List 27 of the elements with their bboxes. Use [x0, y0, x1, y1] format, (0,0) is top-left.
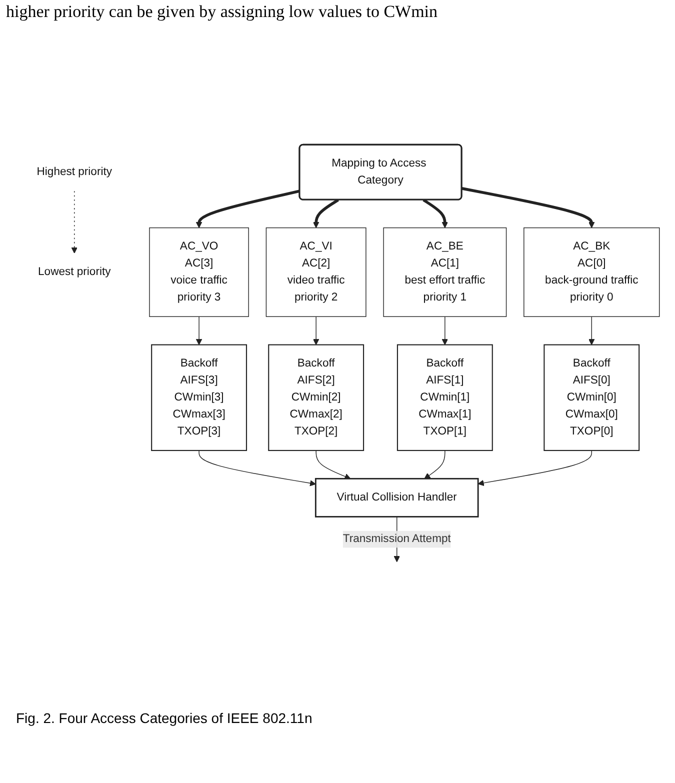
arrow — [196, 316, 202, 346]
node-box: Backoff AIFS[3] CWmin[3] CWmax[3] TXOP[3] — [151, 344, 248, 452]
node-text: Lowest priority — [38, 266, 111, 278]
node-box: Backoff AIFS[2] CWmin[2] CWmax[2] TXOP[2] — [268, 344, 364, 452]
arrow — [424, 450, 446, 480]
arrow — [422, 198, 448, 228]
node-box: AC_BE AC[1] best effort traffic priority 1 — [383, 228, 507, 318]
edge-label: Transmission Attempt — [342, 533, 451, 546]
arrow — [478, 450, 592, 486]
arrow — [312, 198, 339, 228]
node-box: Backoff AIFS[1] CWmin[1] CWmax[1] TXOP[1] — [396, 344, 493, 452]
figure-caption: Fig. 2. Four Access Categories of IEEE 802.11n — [15, 709, 314, 728]
node-box: AC_VI AC[2] video traffic priority 2 — [266, 228, 366, 318]
node-box: AC_VO AC[3] voice traffic priority 3 — [149, 228, 249, 318]
note-text: higher priority can be given by assigning low values to CWmin — [6, 2, 439, 22]
arrow — [316, 450, 351, 480]
arrow — [71, 190, 78, 254]
arrow — [196, 190, 300, 228]
arrow — [198, 450, 316, 486]
node-text: Highest priority — [36, 166, 112, 178]
node-box: Virtual Collision Handler — [314, 478, 479, 518]
node-box: AC_BK AC[0] back-ground traffic priority 0 — [524, 228, 660, 318]
node-box: Backoff AIFS[0] CWmin[0] CWmax[0] TXOP[0] — [544, 344, 640, 452]
arrow — [462, 187, 595, 228]
arrow — [588, 316, 595, 346]
arrow — [312, 316, 320, 346]
arrow — [442, 316, 448, 346]
